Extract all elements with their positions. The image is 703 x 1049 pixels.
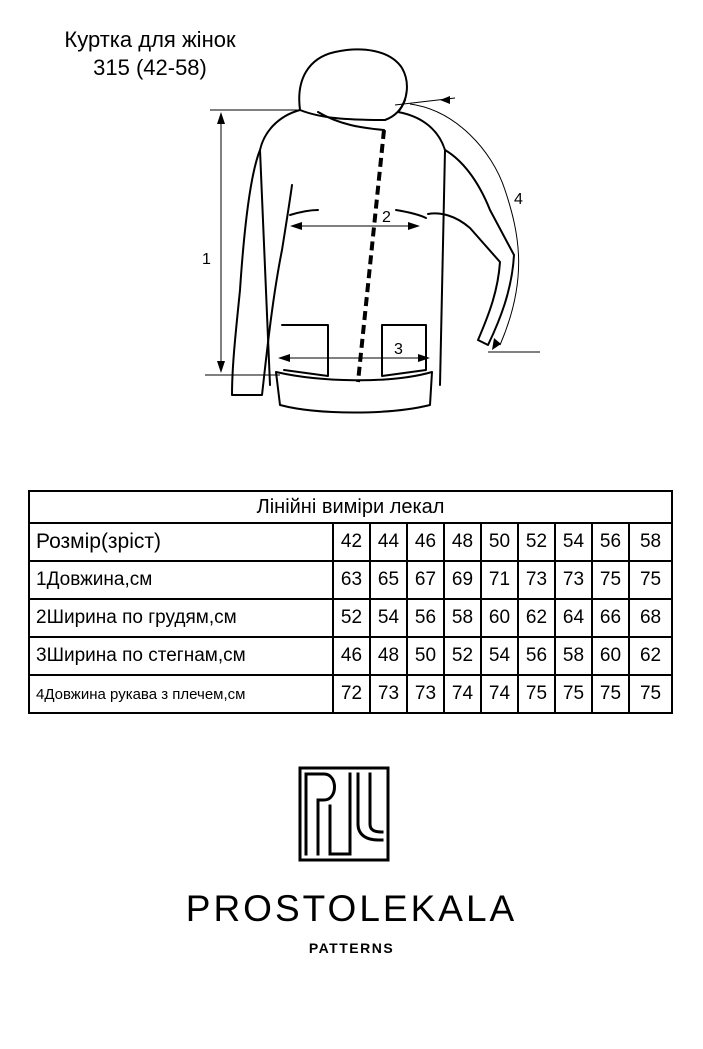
value-cell: 60 (591, 636, 630, 676)
value-cell: 75 (517, 674, 556, 714)
hood-wrap (317, 111, 385, 131)
sleeve-dimension-line (409, 103, 520, 346)
sleeve-arrow-top (440, 96, 450, 104)
table-row: 1Довжина,см 63 65 67 69 71 73 73 75 75 (28, 560, 674, 600)
row-label: Розмір(зріст) (28, 522, 334, 562)
value-cell: 62 (627, 636, 674, 676)
hip-arrow-right (418, 354, 430, 362)
jacket-sketch: 1 2 3 4 (202, 48, 540, 414)
left-pocket (281, 324, 329, 377)
size-cell: 46 (406, 522, 445, 562)
value-cell: 56 (406, 598, 445, 638)
size-cell: 42 (332, 522, 371, 562)
value-cell: 74 (480, 674, 519, 714)
measurements-table: Лінійні виміри лекал Розмір(зріст) 42 44… (27, 490, 674, 714)
value-cell: 65 (369, 560, 408, 600)
sleeve-arrow-bottom (492, 338, 501, 350)
value-cell: 60 (480, 598, 519, 638)
document-title: Куртка для жінок 315 (42-58) (40, 26, 260, 82)
size-cell: 44 (369, 522, 408, 562)
value-cell: 58 (443, 598, 482, 638)
size-cell: 58 (627, 522, 674, 562)
value-cell: 75 (554, 674, 593, 714)
left-chest-dart (289, 209, 319, 216)
chest-arrow-right (408, 222, 420, 230)
value-cell: 64 (554, 598, 593, 638)
value-cell: 63 (332, 560, 371, 600)
row-label: 1Довжина,см (28, 560, 334, 600)
value-cell: 50 (406, 636, 445, 676)
value-cell: 62 (517, 598, 556, 638)
value-cell: 73 (517, 560, 556, 600)
label-length: 1 (202, 251, 211, 268)
table-caption: Лінійні виміри лекал (27, 490, 674, 524)
row-label: 2Ширина по грудям,см (28, 598, 334, 638)
body-right-side (397, 111, 446, 386)
right-pocket (381, 324, 427, 377)
value-cell: 75 (627, 560, 674, 600)
hem-band (275, 371, 433, 414)
value-cell: 54 (480, 636, 519, 676)
brand-subtitle: PATTERNS (308, 940, 395, 956)
title-line-2: 315 (42-58) (93, 55, 207, 80)
size-cell: 54 (554, 522, 593, 562)
table-row: 3Ширина по стегнам,см 46 48 50 52 54 56 … (28, 636, 674, 676)
row-label: 4Довжина рукава з плечем,см (28, 674, 334, 714)
size-cell: 50 (480, 522, 519, 562)
row-label: 3Ширина по стегнам,см (28, 636, 334, 676)
value-cell: 46 (332, 636, 371, 676)
value-cell: 73 (369, 674, 408, 714)
value-cell: 73 (406, 674, 445, 714)
table-row: Розмір(зріст) 42 44 46 48 50 52 54 56 58 (28, 522, 674, 562)
value-cell: 52 (332, 598, 371, 638)
table-row: 2Ширина по грудям,см 52 54 56 58 60 62 6… (28, 598, 674, 638)
zipper-line (356, 129, 386, 383)
value-cell: 75 (627, 674, 674, 714)
left-sleeve (231, 149, 293, 396)
label-chest: 2 (382, 209, 391, 226)
value-cell: 72 (332, 674, 371, 714)
length-arrow-bottom (217, 361, 225, 373)
hood-outline (298, 48, 408, 113)
value-cell: 52 (443, 636, 482, 676)
value-cell: 66 (591, 598, 630, 638)
chest-arrow-left (290, 222, 302, 230)
size-cell: 48 (443, 522, 482, 562)
value-cell: 71 (480, 560, 519, 600)
brand-logo-mark (298, 766, 390, 862)
value-cell: 48 (369, 636, 408, 676)
value-cell: 68 (627, 598, 674, 638)
value-cell: 75 (591, 560, 630, 600)
value-cell: 56 (517, 636, 556, 676)
hip-arrow-left (278, 354, 290, 362)
label-hip: 3 (394, 341, 403, 358)
value-cell: 75 (591, 674, 630, 714)
length-arrow-top (217, 112, 225, 124)
brand-name: PROSTOLEKALA (185, 888, 518, 929)
body-left-side (259, 109, 301, 386)
table-row: 4Довжина рукава з плечем,см 72 73 73 74 … (28, 674, 674, 714)
size-cell: 52 (517, 522, 556, 562)
title-line-1: Куртка для жінок (64, 27, 236, 52)
right-chest-dart (395, 209, 427, 219)
value-cell: 73 (554, 560, 593, 600)
value-cell: 54 (369, 598, 408, 638)
right-sleeve (427, 149, 515, 346)
size-cell: 56 (591, 522, 630, 562)
label-sleeve: 4 (514, 191, 523, 208)
value-cell: 74 (443, 674, 482, 714)
value-cell: 69 (443, 560, 482, 600)
hood-inner-fold (299, 99, 406, 121)
value-cell: 58 (554, 636, 593, 676)
value-cell: 67 (406, 560, 445, 600)
